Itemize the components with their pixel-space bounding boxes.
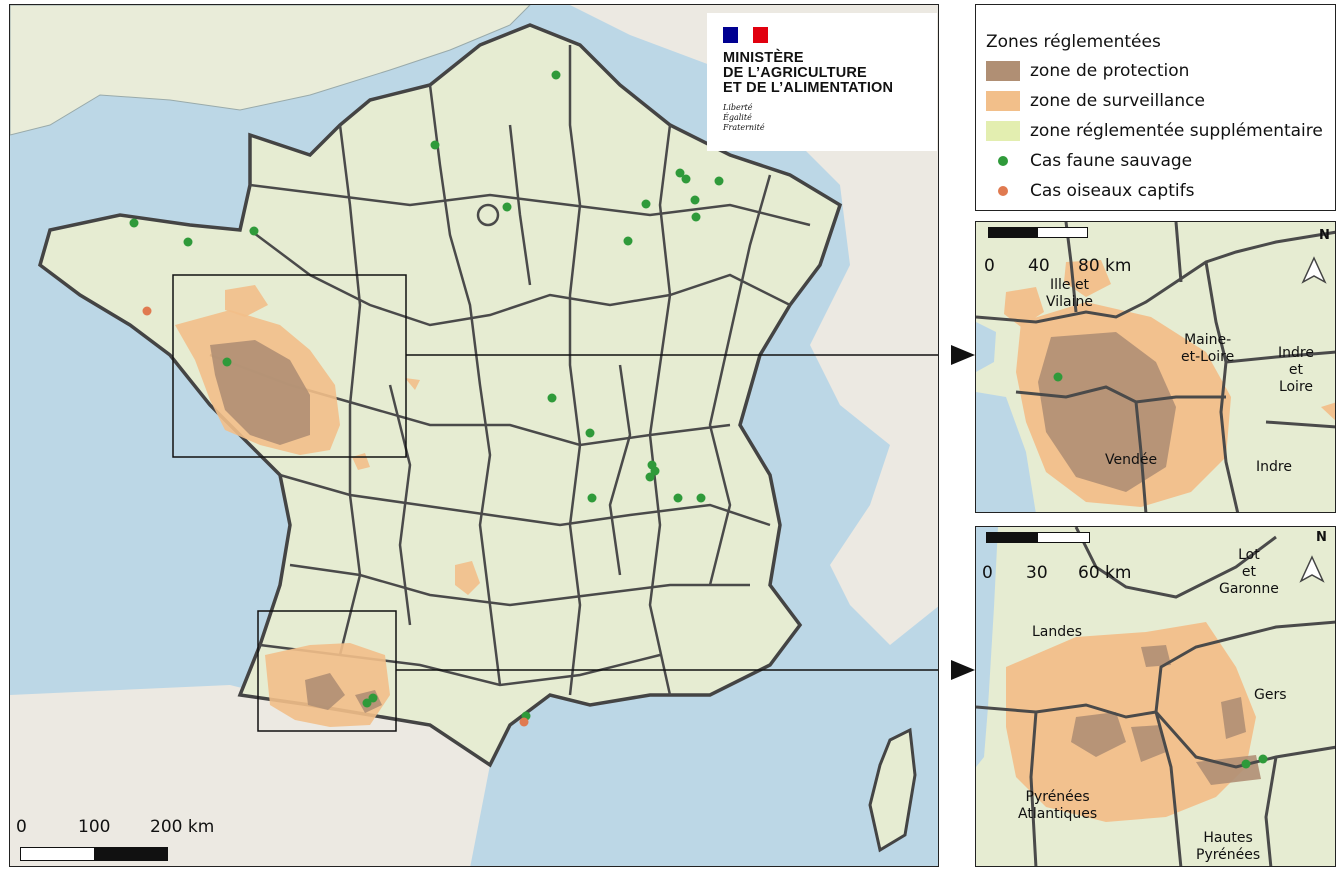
protection-zone-west (210, 340, 310, 445)
flag-white (738, 27, 753, 43)
label-vendee: Vendée (1105, 452, 1158, 468)
ministry-logo: MINISTÈRE DE L’AGRICULTURE ET DE L’ALIME… (707, 13, 937, 151)
legend-item-captive-cases: Cas oiseaux captifs (986, 176, 1335, 206)
label-maine-et-loire: Maine-et-Loire (1181, 332, 1235, 365)
inset-southwest-svg (976, 527, 1335, 866)
north-arrow-icon (1301, 256, 1327, 284)
legend: Zones réglementées zone de protection zo… (975, 4, 1336, 211)
inset-southwest-scale-bar (986, 532, 1090, 543)
inset-southwest-scale-0: 0 (982, 563, 993, 583)
inset-southwest-scale-60: 60 km (1078, 563, 1132, 583)
legend-item-wild-cases: Cas faune sauvage (986, 146, 1335, 176)
flag-blue (723, 27, 738, 43)
inset-arrows (396, 354, 938, 671)
label-gers: Gers (1254, 687, 1287, 703)
legend-item-supplementary: zone réglementée supplémentaire (986, 116, 1335, 146)
main-map[interactable]: MINISTÈRE DE L’AGRICULTURE ET DE L’ALIME… (9, 4, 939, 867)
north-arrow-icon (1299, 555, 1325, 583)
inset-west-scale-40: 40 (1028, 256, 1050, 276)
inset-west-scale-80: 80 km (1078, 256, 1132, 276)
north-label: N (1319, 228, 1330, 243)
legend-item-surveillance: zone de surveillance (986, 86, 1335, 116)
main-scale-bar (20, 847, 168, 861)
main-scale-label-100: 100 (78, 817, 111, 837)
legend-item-protection: zone de protection (986, 56, 1335, 86)
north-label: N (1316, 530, 1327, 545)
flag-red (753, 27, 768, 43)
cases-captive-birds (142, 306, 529, 727)
label-indre: Indre (1256, 459, 1292, 475)
inset-southwest-scale-30: 30 (1026, 563, 1048, 583)
label-landes: Landes (1032, 624, 1083, 640)
ministry-name: MINISTÈRE DE L’AGRICULTURE ET DE L’ALIME… (723, 50, 894, 96)
cases-wild-birds (129, 70, 724, 721)
motto: Liberté Égalité Fraternité (723, 103, 765, 132)
inset-frame-west (172, 274, 407, 458)
inset-west-scale-bar (988, 227, 1088, 238)
french-flag-icon (723, 27, 768, 43)
france-outline (37, 23, 843, 768)
inset-frame-southwest (257, 610, 397, 732)
main-scale-label-0: 0 (16, 817, 27, 837)
legend-title: Zones réglementées (986, 32, 1161, 52)
inset-west-svg (976, 222, 1335, 512)
inset-west-scale-0: 0 (984, 256, 995, 276)
main-scale-label-200: 200 km (150, 817, 215, 837)
